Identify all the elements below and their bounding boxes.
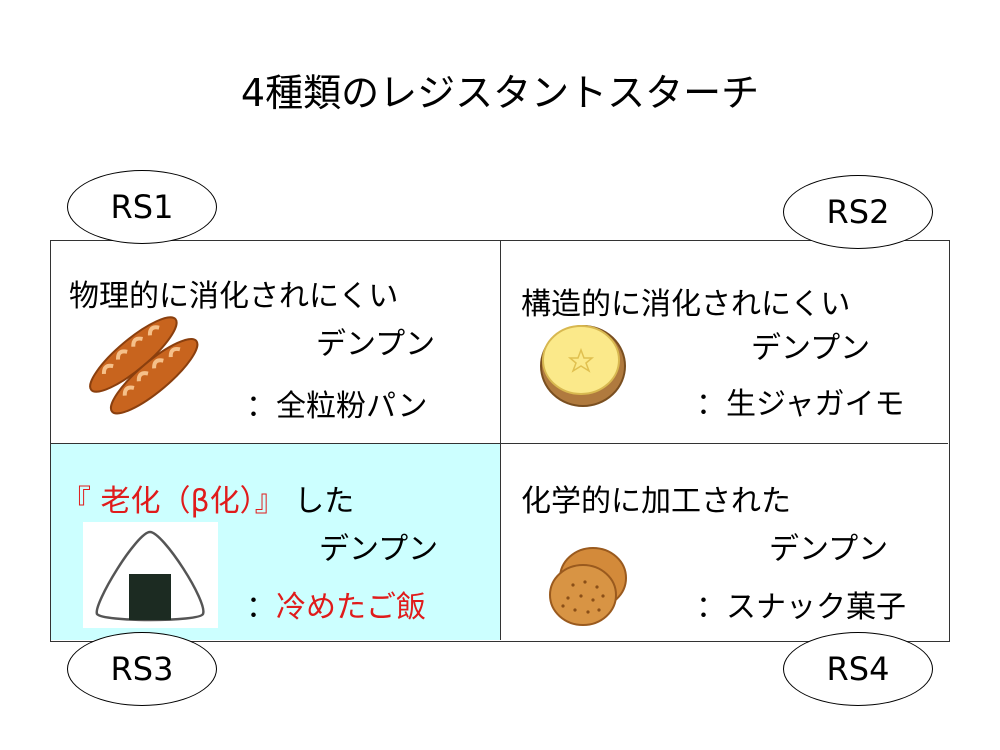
rs3-example-colon: ： (246, 590, 276, 625)
potato-icon (540, 325, 626, 407)
rs3-example-text: 冷めたご飯 (276, 590, 426, 625)
cell-rs4: 化学的に加工された デンプン ：スナック菓子 (501, 444, 948, 640)
resistant-starch-grid: 物理的に消化されにくい デンプン ：全粒粉パン 構造的に消化されにくい デンプン… (50, 240, 950, 642)
rs3-description-suffix: した (294, 484, 355, 519)
rs2-starch-label: デンプン (751, 331, 871, 366)
rs3-example: ：冷めたご飯 (246, 582, 426, 626)
page-title: 4種類のレジスタントスターチ (240, 71, 760, 115)
rs1-label: RS1 (67, 170, 217, 244)
cell-rs2: 構造的に消化されにくい デンプン ：生ジャガイモ (501, 241, 948, 444)
rs4-example: ：スナック菓子 (696, 590, 906, 625)
rs1-example: ：全粒粉パン (246, 389, 428, 424)
rs4-label: RS4 (783, 632, 933, 706)
cell-rs3: 『 老化（β化）』 した デンプン ：冷めたご飯 (51, 444, 501, 640)
rs4-description: 化学的に加工された (521, 484, 791, 519)
onigiri-icon (83, 522, 218, 628)
rs2-label: RS2 (783, 175, 933, 249)
rs1-description: 物理的に消化されにくい (69, 279, 399, 314)
rs3-retrogradation-term: 『 老化（β化）』 (61, 484, 285, 519)
cracker-icon (549, 547, 627, 626)
rs3-label: RS3 (67, 632, 217, 706)
rs3-starch-label: デンプン (319, 532, 439, 567)
rs3-description: 『 老化（β化）』 した (61, 476, 354, 520)
rs1-starch-label: デンプン (316, 327, 436, 362)
rs2-description: 構造的に消化されにくい (521, 287, 851, 322)
rs4-starch-label: デンプン (769, 532, 889, 567)
bread-icon (89, 316, 199, 415)
rs2-example: ：生ジャガイモ (696, 387, 905, 422)
cell-rs1: 物理的に消化されにくい デンプン ：全粒粉パン (51, 241, 501, 444)
